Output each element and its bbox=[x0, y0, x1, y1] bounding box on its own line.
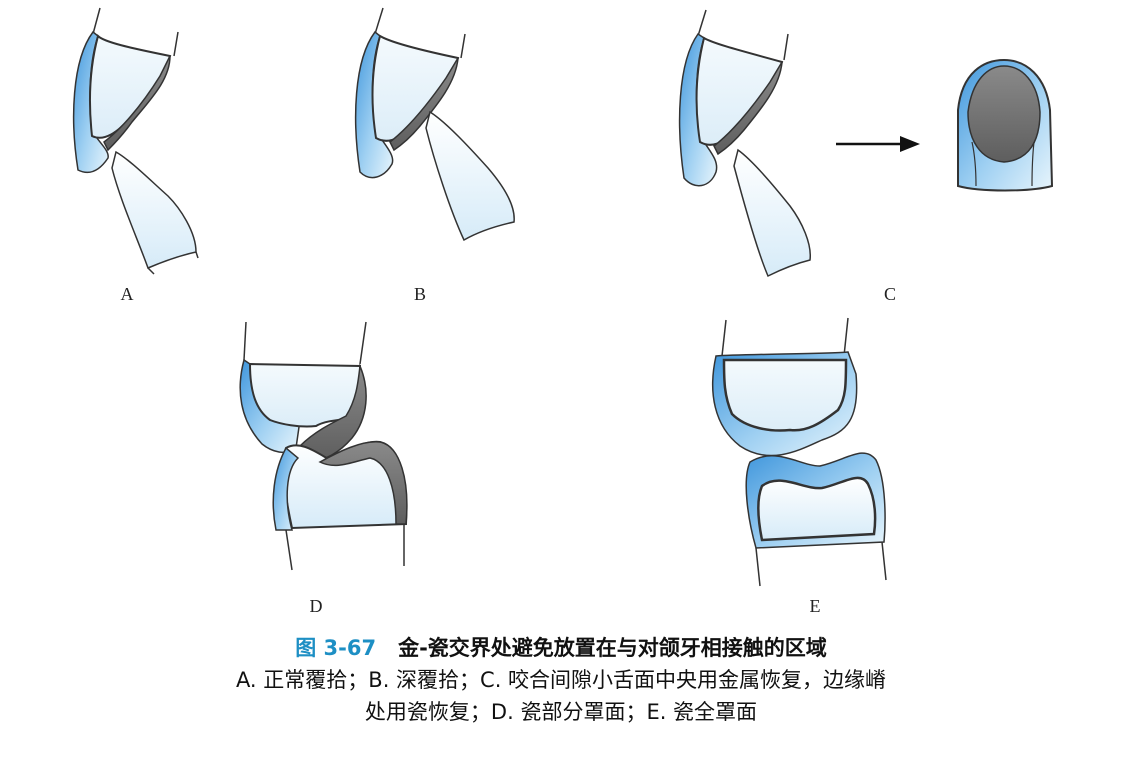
panel-label-b: B bbox=[413, 284, 427, 304]
panel-e-drawing bbox=[711, 317, 887, 587]
panel-label-c: C bbox=[883, 284, 897, 304]
panel-b-drawing bbox=[354, 7, 515, 242]
caption-line-3: 处用瓷恢复；D. 瓷部分罩面；E. 瓷全罩面 bbox=[364, 700, 758, 724]
caption-title: 金-瓷交界处避免放置在与对颌牙相接触的区域 bbox=[398, 636, 827, 660]
caption-number: 图 3-67 bbox=[295, 636, 377, 660]
panel-c-drawing bbox=[678, 9, 1054, 278]
figure-diagram bbox=[72, 7, 1054, 587]
figure-caption: 图 3-67 金-瓷交界处避免放置在与对颌牙相接触的区域 A. 正常覆拾；B. 深… bbox=[0, 632, 1122, 728]
caption-line-2: A. 正常覆拾；B. 深覆拾；C. 咬合间隙小舌面中央用金属恢复，边缘嵴 bbox=[235, 668, 887, 692]
panel-label-d: D bbox=[309, 596, 323, 616]
panel-label-a: A bbox=[120, 284, 134, 304]
panel-a-drawing bbox=[72, 7, 199, 275]
panel-label-e: E bbox=[809, 596, 821, 616]
panel-d-drawing bbox=[239, 321, 408, 571]
caption-title-line: 图 3-67 金-瓷交界处避免放置在与对颌牙相接触的区域 bbox=[0, 632, 1122, 664]
